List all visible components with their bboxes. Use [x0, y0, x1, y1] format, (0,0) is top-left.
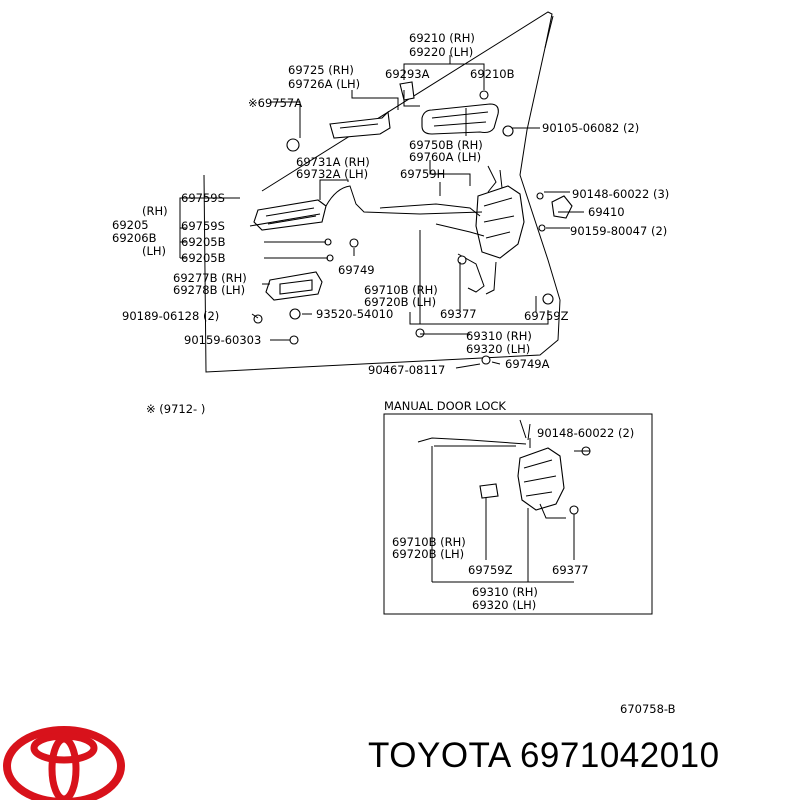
leader-lines: [179, 55, 584, 369]
callout-69759H: 69759H: [400, 167, 445, 181]
callout-69731A: 69731A (RH): [296, 155, 370, 169]
callout-90467-08117: 90467-08117: [368, 363, 445, 377]
inset-callout-69310: 69310 (RH): [472, 585, 538, 599]
callout-90189-06128: 90189-06128 (2): [122, 309, 219, 323]
callout-69410: 69410: [588, 205, 625, 219]
brand-part-number: TOYOTA 6971042010: [368, 736, 720, 775]
callout-90159-60303: 90159-60303: [184, 333, 261, 347]
inset-leader-lines: [431, 438, 590, 583]
callout-90148-60022-3: 90148-60022 (3): [572, 187, 669, 201]
handle-bracket: [329, 110, 391, 139]
callout-69206B: 69206B: [112, 231, 157, 245]
callout-69205B-upper: 69205B: [181, 235, 226, 249]
callout-69750B: 69750B (RH): [409, 138, 483, 152]
callout-69210B: 69210B: [470, 67, 515, 81]
callout-69278B: 69278B (LH): [173, 283, 245, 297]
callout-69732A: 69732A (LH): [296, 167, 368, 181]
callout-90105-06082: 90105-06082 (2): [542, 121, 639, 135]
inset-callout-69759Z: 69759Z: [468, 563, 513, 577]
callout-69749: 69749: [338, 263, 375, 277]
inset-callout-90148-60022-2: 90148-60022 (2): [537, 426, 634, 440]
callout-69726A: 69726A (LH): [288, 77, 360, 91]
inset-callout-69710B: 69710B (RH): [392, 535, 466, 549]
inset-manual-door-lock: MANUAL DOOR LOCK 90148-60022 (2) 69710B …: [383, 399, 653, 615]
callout-69310: 69310 (RH): [466, 329, 532, 343]
callout-rh: (RH): [142, 204, 168, 218]
inset-callout-69720B: 69720B (LH): [392, 547, 464, 561]
callout-69725: 69725 (RH): [288, 63, 354, 77]
inset-title: MANUAL DOOR LOCK: [384, 399, 506, 413]
toyota-logo: [3, 726, 125, 800]
callout-69220: 69220 (LH): [409, 45, 473, 59]
callout-69210: 69210 (RH): [409, 31, 475, 45]
outside-handle: [421, 103, 499, 135]
callout-90159-80047: 90159-80047 (2): [570, 224, 667, 238]
inset-callout-69320: 69320 (LH): [472, 598, 536, 612]
door-lock-assembly: [475, 165, 573, 259]
callout-69760A: 69760A (LH): [409, 150, 481, 164]
callout-69377: 69377: [440, 307, 477, 321]
small-fasteners: [253, 192, 554, 365]
callout-69710B: 69710B (RH): [364, 283, 438, 297]
callout-69205B-lower: 69205B: [181, 251, 226, 265]
callout-69759S-lower: 69759S: [181, 219, 225, 233]
callout-69293A: 69293A: [385, 67, 430, 81]
inset-callout-69377: 69377: [552, 563, 589, 577]
callout-labels: 69210 (RH) 69220 (LH) 69725 (RH) 69726A …: [112, 31, 669, 377]
link-rods: [325, 185, 497, 295]
drawing-number: 670758-B: [620, 702, 676, 716]
callout-69749A: 69749A: [505, 357, 550, 371]
callout-69720B: 69720B (LH): [364, 295, 436, 309]
callout-93520-54010: 93520-54010: [316, 307, 393, 321]
callout-69759S-upper: 69759S: [181, 191, 225, 205]
footnote: ※ (9712- ): [146, 402, 205, 416]
callout-69759Z: 69759Z: [524, 309, 569, 323]
callout-69320: 69320 (LH): [466, 342, 530, 356]
callout-69205: 69205: [112, 218, 149, 232]
callout-lh: (LH): [142, 244, 166, 258]
callout-69277B: 69277B (RH): [173, 271, 247, 285]
callout-69757A: ※69757A: [248, 96, 302, 110]
